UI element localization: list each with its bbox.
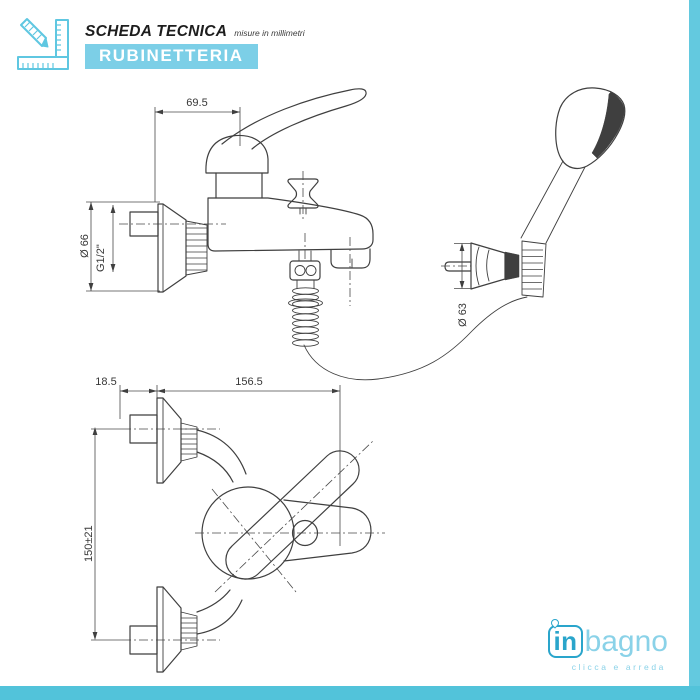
hand-shower: Ø 63 <box>441 87 626 327</box>
front-view: 18.5 156.5 150±21 <box>83 376 385 673</box>
category-banner: RUBINETTERIA <box>85 44 258 69</box>
brand-mark: in <box>548 617 583 658</box>
dim-handle-depth: 69.5 <box>186 97 207 109</box>
side-view: 69.5 Ø 66 G1/2" <box>79 87 626 381</box>
header: SCHEDA TECNICA misure in millimetri RUBI… <box>85 23 305 69</box>
holder-peg <box>444 261 472 272</box>
brand-tagline: clicca e arreda <box>571 662 666 672</box>
ruler-pencil-icon <box>17 18 69 70</box>
units-note: misure in millimetri <box>234 28 305 38</box>
bottom-accent-bar <box>0 686 700 700</box>
dim-inlet-span: 150±21 <box>83 525 95 562</box>
dim-holder-diameter: Ø 63 <box>457 303 469 327</box>
brand-prefix: in <box>553 626 578 656</box>
page-title: SCHEDA TECNICA <box>85 23 228 40</box>
dim-total-width: 156.5 <box>235 376 263 388</box>
brand-suffix: bagno <box>584 624 668 658</box>
right-accent-strip <box>689 0 700 700</box>
dim-thread-size: G1/2" <box>95 244 107 272</box>
inbagno-logo: in bagno clicca e arreda <box>548 617 668 672</box>
spray-face <box>591 91 625 159</box>
dim-wall-offset: 18.5 <box>95 376 116 388</box>
dim-flange-diameter: Ø 66 <box>79 234 91 258</box>
